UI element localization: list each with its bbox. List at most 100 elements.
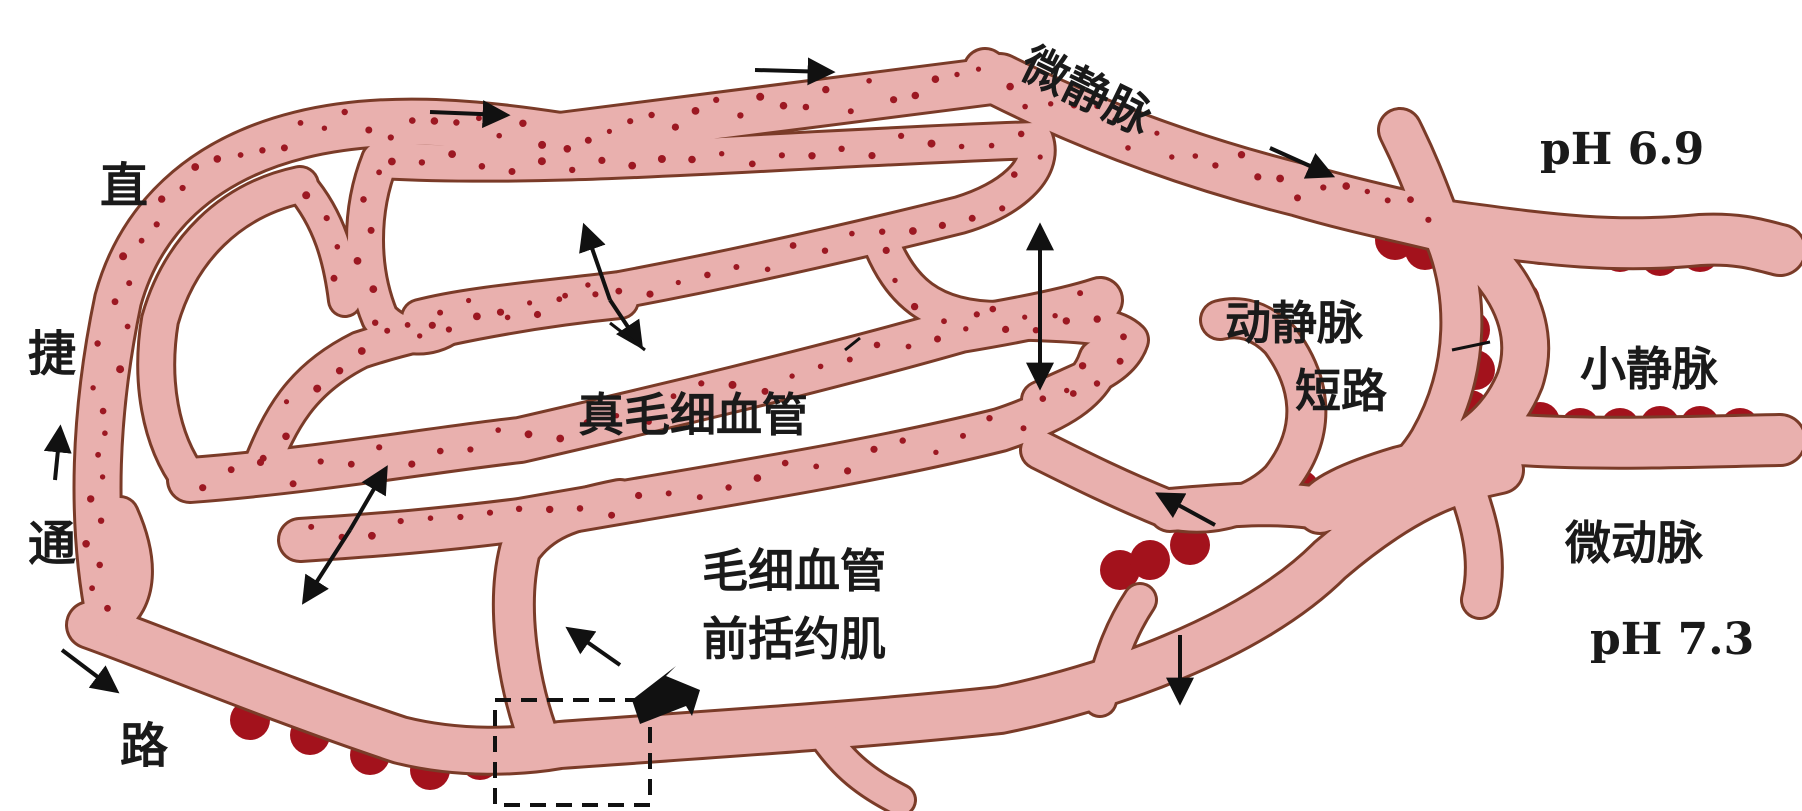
blood-cell-dot (608, 512, 615, 519)
blood-cell-dot (1022, 104, 1028, 110)
blood-cell-dot (342, 109, 348, 115)
blood-cell-dot (1254, 173, 1261, 180)
blood-cell-dot (990, 306, 997, 313)
muscle-bead (1130, 540, 1170, 580)
blood-cell-dot (906, 344, 912, 350)
blood-cell-dot (457, 514, 463, 520)
label-arteriole: 微动脉 (1565, 520, 1703, 566)
blood-cell-dot (408, 461, 415, 468)
vessel-lumen-small-vein-end (1520, 440, 1780, 443)
blood-cell-dot (525, 430, 533, 438)
blood-cell-dot (866, 78, 872, 84)
blood-cell-dot (126, 280, 132, 286)
blood-cell-dot (527, 300, 532, 305)
blood-cell-dot (322, 126, 327, 131)
blood-cell-dot (892, 278, 897, 283)
blood-cell-dot (737, 112, 743, 118)
blood-cell-dot (672, 124, 679, 131)
blood-cell-dot (592, 291, 598, 297)
blood-cell-dot (822, 248, 828, 254)
blood-cell-dot (974, 311, 980, 317)
blood-cell-dot (368, 227, 375, 234)
blood-cell-dot (713, 97, 719, 103)
blood-cell-dot (1094, 315, 1101, 322)
blood-cell-dot (116, 365, 124, 373)
blood-cell-dot (324, 215, 330, 221)
blood-cell-dot (335, 244, 341, 250)
blood-cell-dot (1018, 131, 1025, 138)
blood-cell-dot (1052, 313, 1057, 318)
blood-cell-dot (538, 157, 546, 165)
blood-cell-dot (959, 144, 965, 150)
blood-cell-dot (360, 196, 367, 203)
arrow-sphincter (570, 630, 620, 665)
blood-cell-dot (388, 158, 396, 166)
blood-cell-dot (354, 257, 362, 265)
blood-cell-dot (698, 380, 704, 386)
blood-cell-dot (790, 242, 797, 249)
blood-cell-dot (112, 298, 119, 305)
label-ph-bottom: pH 7.3 (1590, 618, 1754, 662)
blood-cell-dot (1294, 194, 1301, 201)
label-small-vein: 小静脉 (1580, 346, 1718, 392)
label-true-capillary: 真毛细血管 (578, 392, 808, 438)
blood-cell-dot (281, 144, 288, 151)
blood-cell-dot (803, 104, 810, 111)
blood-cell-dot (384, 328, 390, 334)
label-av-shunt-1: 动静脉 (1225, 300, 1363, 346)
blood-cell-dot (516, 506, 522, 512)
blood-cell-dot (933, 450, 938, 455)
blood-cell-dot (82, 540, 90, 548)
blood-cell-dot (1022, 315, 1027, 320)
blood-cell-dot (431, 117, 439, 125)
vessel-lumen-venule-stub (985, 70, 1010, 86)
blood-cell-dot (496, 133, 502, 139)
blood-cell-dot (1063, 317, 1070, 324)
blood-cell-dot (1040, 395, 1047, 402)
blood-cell-dot (1094, 380, 1100, 386)
blood-cell-dot (372, 320, 378, 326)
blood-cell-dot (658, 155, 666, 163)
blood-cell-dot (818, 364, 824, 370)
blood-cell-dot (417, 333, 422, 338)
blood-cell-dot (765, 267, 771, 273)
blood-cell-dot (100, 474, 105, 479)
blood-cell-dot (676, 280, 681, 285)
blood-cell-dot (1169, 154, 1174, 159)
blood-cell-dot (868, 152, 875, 159)
blood-cell-dot (969, 215, 976, 222)
blood-cell-dot (376, 169, 382, 175)
blood-cell-dot (808, 152, 815, 159)
blood-cell-dot (960, 433, 966, 439)
blood-cell-dot (627, 118, 633, 124)
blood-cell-dot (697, 494, 703, 500)
blood-cell-dot (90, 385, 95, 390)
blood-cell-dot (1064, 388, 1069, 393)
blood-cell-dot (302, 191, 310, 199)
blood-cell-dot (519, 120, 526, 127)
blood-cell-dot (96, 562, 103, 569)
blood-cell-dot (479, 163, 486, 170)
blood-cell-dot (1425, 217, 1431, 223)
blood-cell-dot (497, 309, 504, 316)
blood-cell-dot (104, 605, 111, 612)
blood-cell-dot (847, 357, 853, 363)
blood-cell-dot (1079, 362, 1086, 369)
blood-cell-dot (546, 506, 553, 513)
blood-cell-dot (822, 86, 829, 93)
blood-cell-dot (848, 108, 854, 114)
blood-cell-dot (556, 296, 562, 302)
blood-cell-dot (688, 156, 696, 164)
blood-cell-dot (331, 275, 338, 282)
blood-cell-dot (228, 466, 235, 473)
blood-cell-dot (1365, 189, 1370, 194)
blood-cell-dot (756, 93, 764, 101)
blood-cell-dot (505, 315, 511, 321)
blood-cell-dot (509, 168, 516, 175)
blood-cell-dot (883, 247, 890, 254)
blood-cell-dot (646, 291, 653, 298)
blood-cell-dot (1011, 171, 1018, 178)
blood-cell-dot (538, 141, 546, 149)
blood-cell-dot (954, 72, 959, 77)
vessel-lumens (90, 70, 1780, 800)
